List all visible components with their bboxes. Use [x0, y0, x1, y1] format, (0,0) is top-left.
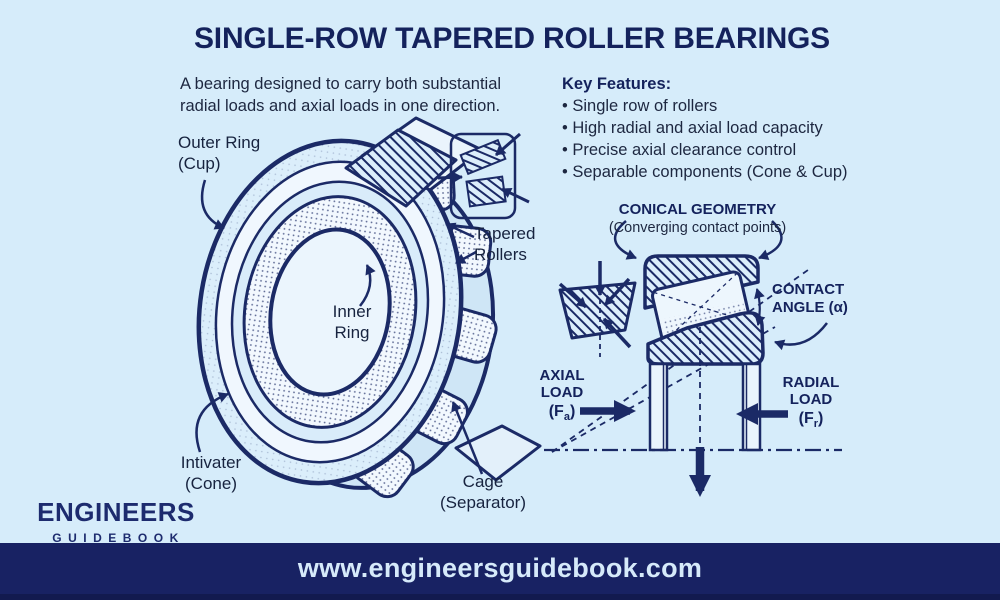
converging-forces-icon: [558, 261, 637, 357]
footer-bar: www.engineersguidebook.com: [0, 543, 1000, 600]
tapered-roller: [397, 160, 456, 214]
brand-logo: ENGINEERS GUIDEBOOK: [28, 497, 204, 545]
conical-geometry-label: CONICAL GEOMETRY (Converging contact poi…: [608, 201, 787, 236]
radial-load-symbol: (Fr): [798, 410, 824, 431]
cone-section: [646, 311, 765, 366]
description: A bearing designed to carry both substan…: [180, 73, 501, 117]
website-url: www.engineersguidebook.com: [297, 553, 703, 583]
roller-section: [650, 270, 752, 344]
key-feature-item: • Single row of rollers: [562, 97, 718, 115]
cone-bore-walls: [648, 362, 762, 452]
key-feature-item: • High radial and axial load capacity: [562, 119, 823, 137]
tapered-roller: [350, 435, 415, 499]
cross-section-diagram: [544, 220, 842, 497]
outer-ring-label: Outer Ring (Cup): [178, 133, 261, 173]
contact-angle-leader: [774, 322, 828, 351]
brand-logo-line1: ENGINEERS: [37, 497, 195, 527]
key-feature-item: • Separable components (Cone & Cup): [562, 163, 848, 181]
inner-ring-label: Inner Ring: [332, 302, 372, 342]
tapered-roller: [405, 384, 469, 446]
tapered-roller: [436, 306, 498, 364]
inset-force-arrows: [437, 132, 530, 204]
key-features: Key Features: • Single row of rollers • …: [562, 73, 848, 183]
axial-load-label: AXIAL LOAD (Fa): [530, 367, 594, 428]
cutaway-hatched-face: [344, 128, 458, 208]
key-feature-item: • Precise axial clearance control: [562, 141, 797, 159]
cone-leader-arrow: [195, 392, 229, 453]
description-line: A bearing designed to carry both substan…: [180, 75, 502, 93]
cone-label: Intivater (Cone): [180, 453, 242, 493]
cup-section: [643, 254, 760, 310]
bearing-inset-icon: [437, 132, 530, 220]
page-title: SINGLE-ROW TAPERED ROLLER BEARINGS: [194, 22, 830, 55]
tapered-rollers-leader-arrow: [445, 222, 475, 239]
key-features-heading: Key Features:: [562, 75, 672, 93]
tapered-rollers-label: Tapered Rollers: [474, 224, 536, 264]
bearing-3d-illustration: [195, 116, 542, 499]
radial-load-label: RADIAL LOAD (Fr): [779, 374, 843, 435]
cup-cutaway-section: [344, 116, 484, 208]
cage-label: Cage (Separator): [440, 472, 526, 512]
cage-leader-arrow: [451, 401, 484, 475]
contact-angle-arrow: [754, 288, 766, 326]
contact-angle-label: CONTACT ANGLE (α): [772, 281, 848, 316]
outer-ring-leader-arrow: [200, 179, 225, 230]
inner-ring-leader-arrow: [359, 264, 376, 307]
tapered-rollers-leader-arrow: [455, 250, 477, 265]
axial-load-symbol: (Fa): [548, 403, 576, 424]
description-line: radial loads and axial loads in one dire…: [180, 97, 501, 115]
cutaway-top-face: [360, 116, 484, 192]
brand-logo-line2: GUIDEBOOK: [52, 531, 185, 545]
